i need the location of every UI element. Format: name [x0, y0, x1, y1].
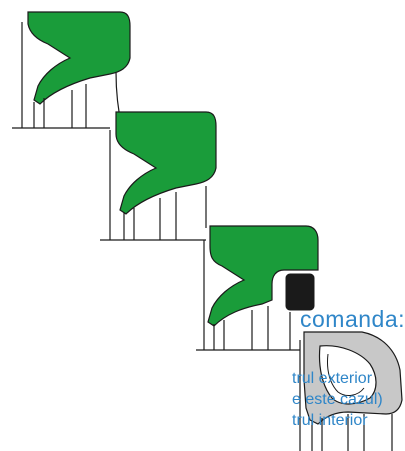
- seal-profile-3: [196, 225, 319, 351]
- body-text-line-2: e este cazul): [292, 391, 383, 408]
- seal-profile-4-lip-inner: [318, 345, 377, 405]
- body-text-line-3: trul interior: [292, 412, 368, 429]
- seal-profile-2: [100, 111, 217, 241]
- seal-profile-4-lip-groove: [327, 353, 365, 396]
- seal-profile-3-body: [207, 225, 319, 327]
- order-heading: comanda:: [300, 305, 405, 333]
- body-text-line-1: trul exterior: [292, 370, 373, 387]
- seal-profile-1: [12, 11, 131, 129]
- order-heading-text: comanda:: [300, 306, 405, 332]
- seal-profile-2-body: [115, 111, 217, 215]
- body-text: trul exterior e este cazul) trul interio…: [292, 368, 405, 431]
- seal-profile-4: [299, 331, 403, 451]
- o-ring-black: [285, 273, 315, 311]
- seal-profile-1-body: [27, 11, 131, 105]
